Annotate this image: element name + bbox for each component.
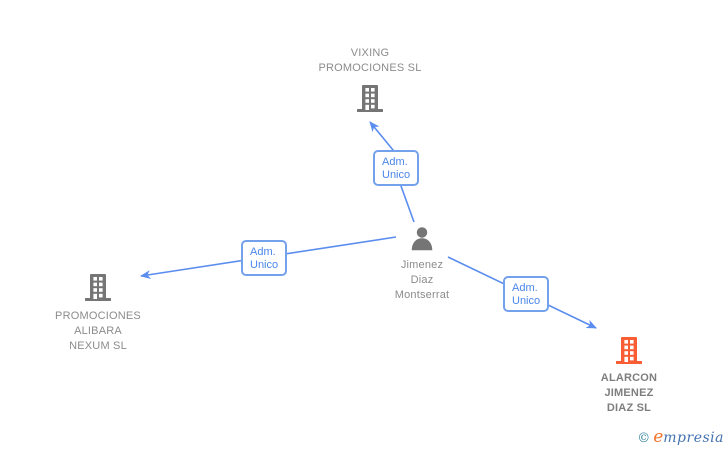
person-node-jimenez-diaz-montserrat[interactable]: Jimenez Diaz Montserrat xyxy=(372,225,472,303)
copyright-icon: © xyxy=(637,431,651,446)
person-name: Jimenez Diaz Montserrat xyxy=(394,259,450,301)
building-icon xyxy=(280,83,460,113)
company-node-vixing-promociones-sl[interactable]: VIXING PROMOCIONES SL xyxy=(280,46,460,113)
company-name: ALARCON JIMENEZ DIAZ SL xyxy=(600,372,658,414)
empresia-logo: ©empresia xyxy=(637,427,724,447)
company-node-alarcon-jimenez-diaz-sl[interactable]: ALARCON JIMENEZ DIAZ SL xyxy=(579,335,679,416)
building-icon xyxy=(28,272,168,302)
person-icon xyxy=(372,225,472,253)
company-name: VIXING PROMOCIONES SL xyxy=(318,47,422,74)
edge-label-adm-unico-vixing: Adm. Unico xyxy=(373,150,419,186)
company-node-promociones-alibara-nexum-sl[interactable]: PROMOCIONES ALIBARA NEXUM SL xyxy=(28,272,168,354)
edge-label-adm-unico-alibara: Adm. Unico xyxy=(241,240,287,276)
empresia-logo-initial: e xyxy=(653,427,664,447)
building-icon xyxy=(579,335,679,365)
edge-label-adm-unico-alarcon: Adm. Unico xyxy=(503,276,549,312)
company-name: PROMOCIONES ALIBARA NEXUM SL xyxy=(55,310,141,352)
empresia-logo-text: mpresia xyxy=(663,430,724,446)
